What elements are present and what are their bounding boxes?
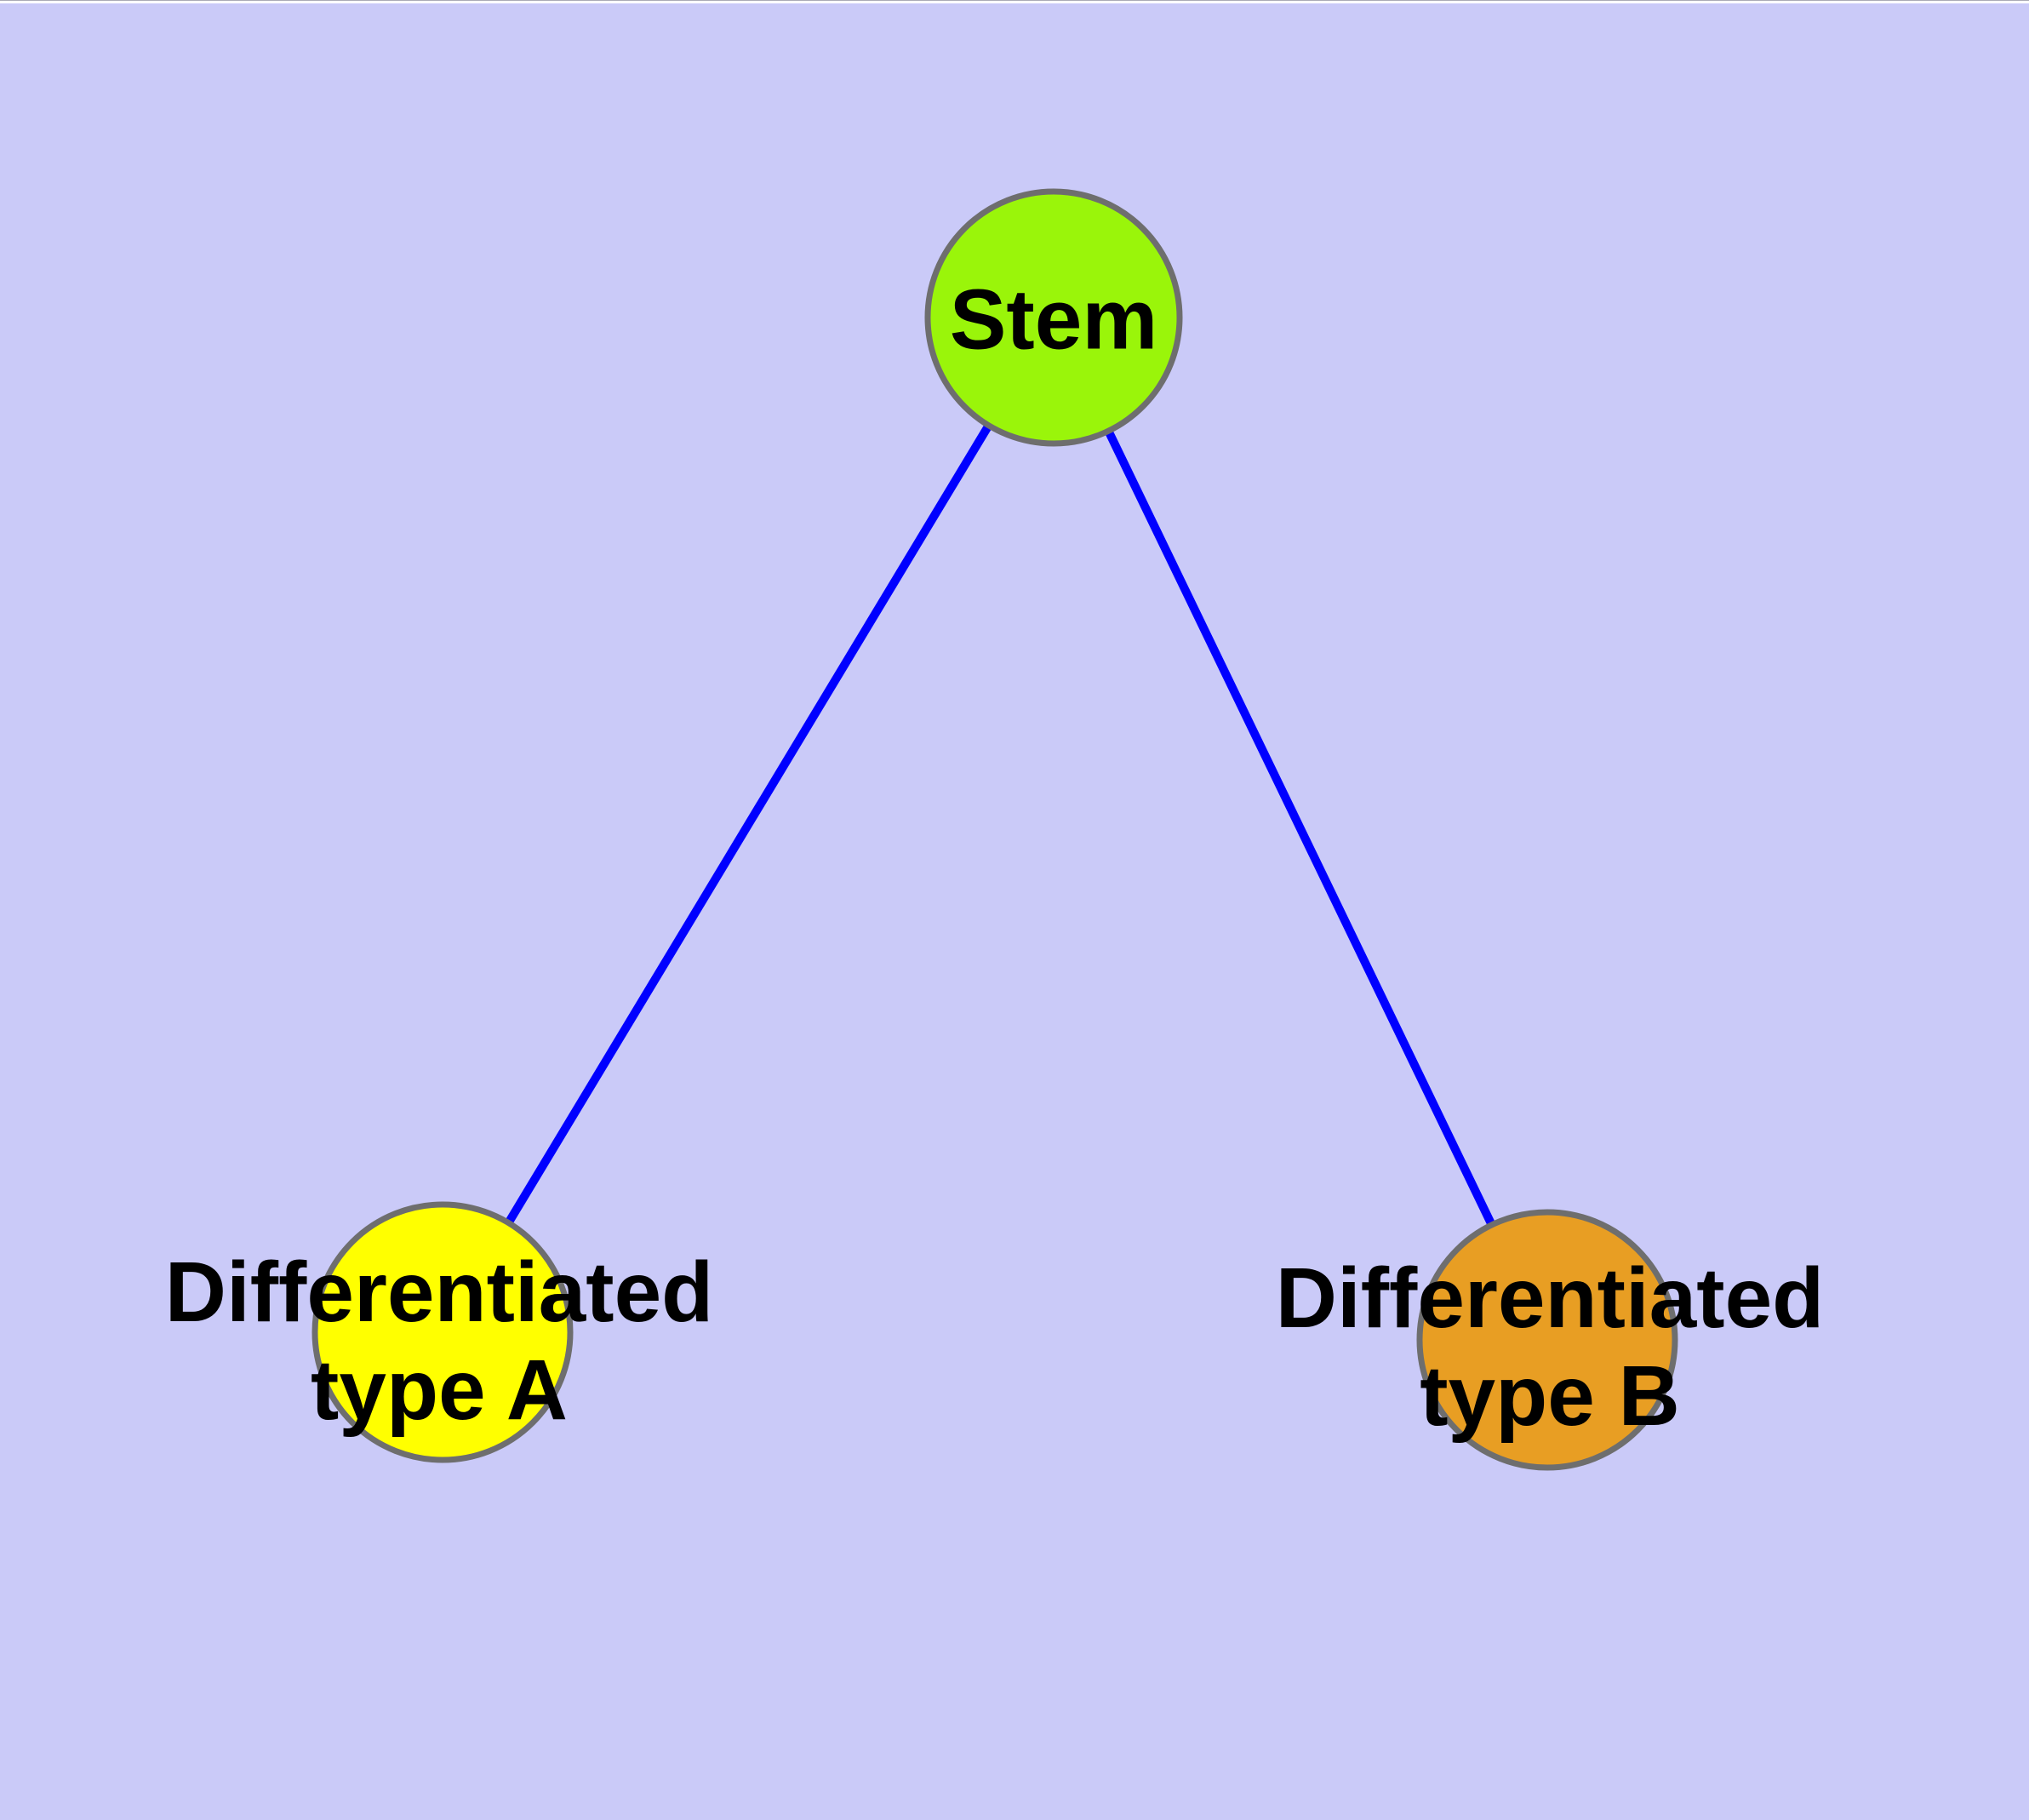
node-label-stem: Stem xyxy=(949,272,1158,368)
node-label-differentiated-type-b-line1: Differentiated xyxy=(1275,1251,1825,1346)
node-label-differentiated-type-a-line1: Differentiated xyxy=(164,1245,714,1340)
edge-stem-to-type-a xyxy=(438,315,1058,1335)
node-label-differentiated-type-a-line2: type A xyxy=(311,1342,568,1438)
edge-stem-to-type-b xyxy=(1049,315,1552,1342)
node-differentiated-type-b[interactable] xyxy=(1416,1209,1678,1471)
node-stem[interactable] xyxy=(924,188,1183,447)
window-top-hairline xyxy=(0,0,2029,1)
node-label-differentiated-type-a: Differentiated type A xyxy=(165,1244,714,1439)
window-top-strip xyxy=(0,1,2029,3)
node-differentiated-type-a[interactable] xyxy=(311,1201,574,1463)
node-label-differentiated-type-b-line2: type B xyxy=(1420,1348,1680,1444)
node-label-differentiated-type-b: Differentiated type B xyxy=(1276,1250,1825,1445)
